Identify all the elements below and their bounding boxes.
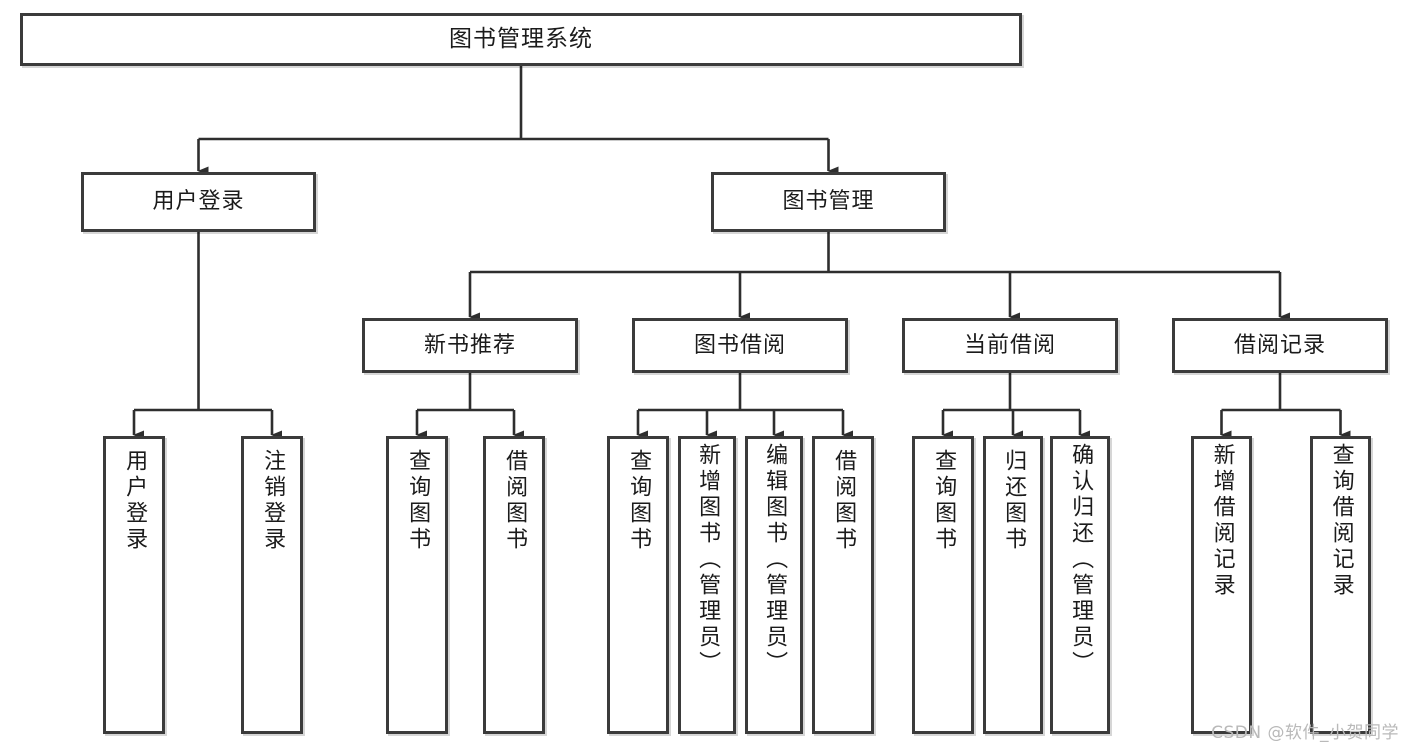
node-book-borrow[interactable]: 图书借阅 — [632, 318, 848, 373]
node-new-book-rec[interactable]: 新书推荐 — [362, 318, 578, 373]
node-label: 新增借阅记录 — [1209, 443, 1235, 599]
node-label: 新增图书（管理员） — [695, 443, 721, 677]
watermark-csdn: CSDN @软件_小贺同学 — [1211, 723, 1399, 743]
node-label: 注销登录 — [260, 449, 286, 553]
node-label: 图书借阅 — [693, 332, 786, 358]
node-label: 用户登录 — [152, 189, 245, 215]
node-leaf-bb-edit[interactable]: 编辑图书（管理员） — [745, 436, 803, 734]
node-borrow-record[interactable]: 借阅记录 — [1172, 318, 1388, 373]
node-label: 借阅图书 — [502, 449, 528, 553]
node-leaf-bb-borrow[interactable]: 借阅图书 — [812, 436, 874, 734]
node-label: 图书管理系统 — [449, 25, 593, 52]
node-leaf-user-login[interactable]: 用户登录 — [103, 436, 165, 734]
node-leaf-br-add[interactable]: 新增借阅记录 — [1191, 436, 1252, 734]
node-leaf-cb-confirm[interactable]: 确认归还（管理员） — [1050, 436, 1110, 734]
edge-paths — [132, 66, 1351, 440]
node-current-borrow[interactable]: 当前借阅 — [902, 318, 1118, 373]
node-user-login[interactable]: 用户登录 — [81, 172, 316, 232]
node-book-manage[interactable]: 图书管理 — [711, 172, 946, 232]
node-leaf-br-query[interactable]: 查询借阅记录 — [1310, 436, 1371, 734]
node-label: 查询借阅记录 — [1328, 443, 1354, 599]
node-label: 编辑图书（管理员） — [762, 443, 788, 677]
node-leaf-user-logout[interactable]: 注销登录 — [241, 436, 303, 734]
node-leaf-bb-add[interactable]: 新增图书（管理员） — [678, 436, 736, 734]
node-label: 借阅图书 — [831, 449, 857, 553]
node-label: 查询图书 — [626, 449, 652, 553]
node-leaf-cb-return[interactable]: 归还图书 — [983, 436, 1043, 734]
node-label: 确认归还（管理员） — [1068, 443, 1094, 677]
node-leaf-rec-query[interactable]: 查询图书 — [386, 436, 448, 734]
node-label: 当前借阅 — [963, 332, 1056, 358]
node-label: 用户登录 — [122, 449, 148, 553]
node-root[interactable]: 图书管理系统 — [20, 13, 1022, 66]
node-label: 新书推荐 — [423, 332, 516, 358]
node-leaf-rec-borrow[interactable]: 借阅图书 — [483, 436, 545, 734]
node-leaf-cb-query[interactable]: 查询图书 — [912, 436, 974, 734]
node-label: 归还图书 — [1001, 449, 1027, 553]
node-label: 图书管理 — [782, 189, 875, 215]
node-label: 借阅记录 — [1233, 332, 1326, 358]
node-label: 查询图书 — [405, 449, 431, 553]
node-leaf-bb-query[interactable]: 查询图书 — [607, 436, 669, 734]
node-label: 查询图书 — [931, 449, 957, 553]
